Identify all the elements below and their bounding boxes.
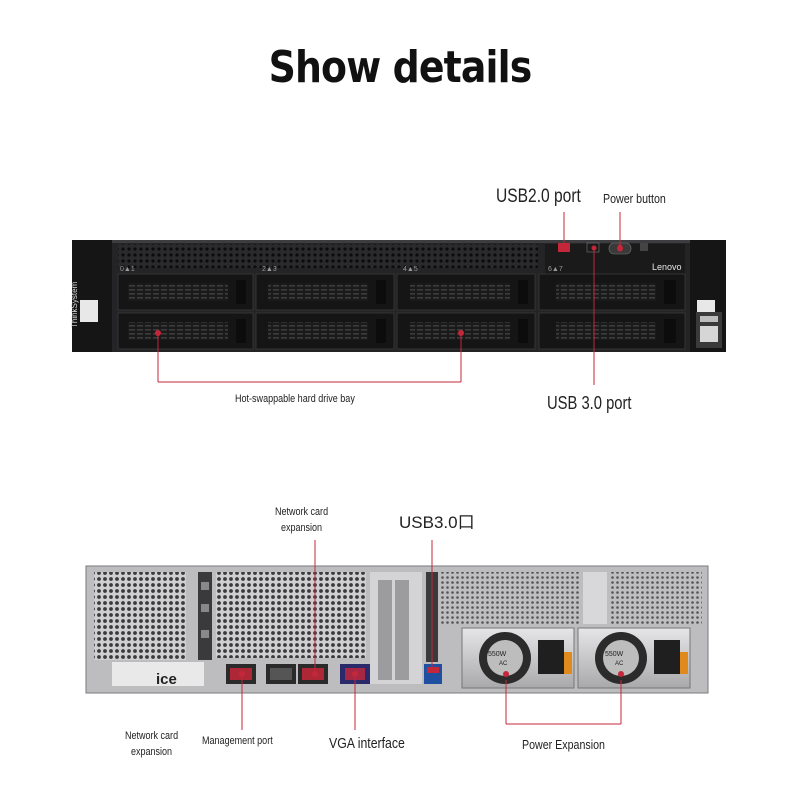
right-vent [440,572,580,624]
center-vent [216,572,366,658]
drive-bays [117,273,686,350]
bay-tag: 6▲7 [548,266,563,273]
front-callouts [157,212,621,385]
front-vent [118,244,538,268]
bay-tag: 2▲3 [262,266,277,273]
ice-text: ice [156,671,177,688]
lenovo-logo: Lenovo [652,262,682,272]
thinksystem-brand: ThinkSystem [70,281,79,328]
power-supplies [461,627,691,689]
left-vent [94,572,186,660]
net-card-left-line2: expansion [130,746,173,758]
hdd-bay-label: Hot-swappable hard drive bay [235,393,355,405]
psu-rating: 550W [605,651,624,658]
power-expansion-label: Power Expansion [522,737,605,752]
vga-interface-label: VGA interface [329,735,405,752]
psu-ac: AC [615,661,624,667]
front-view [72,212,726,385]
usb3-rear-label: USB3.0口 [399,513,475,532]
page-title: Show details [268,42,533,93]
psu-rating: 550W [488,651,507,658]
left-rack-ear [72,240,114,352]
net-card-top-line1: Network card [274,506,329,518]
net-card-top-label: Network card expansion [272,504,331,536]
net-card-left-line1: Network card [124,730,179,742]
net-card-top-line2: expansion [280,522,323,534]
rear-callouts [241,540,622,730]
management-port-label: Management port [202,735,273,747]
rear-view [85,540,709,730]
usb2-port-label: USB2.0 port [496,186,581,207]
usb3-port-label: USB 3.0 port [547,393,632,413]
bay-tag: 4▲5 [403,266,418,273]
psu-ac: AC [499,661,508,667]
power-button-label: Power button [603,191,666,206]
net-card-left-label: Network card expansion [122,728,181,760]
bay-tag: 0▲1 [120,266,135,273]
